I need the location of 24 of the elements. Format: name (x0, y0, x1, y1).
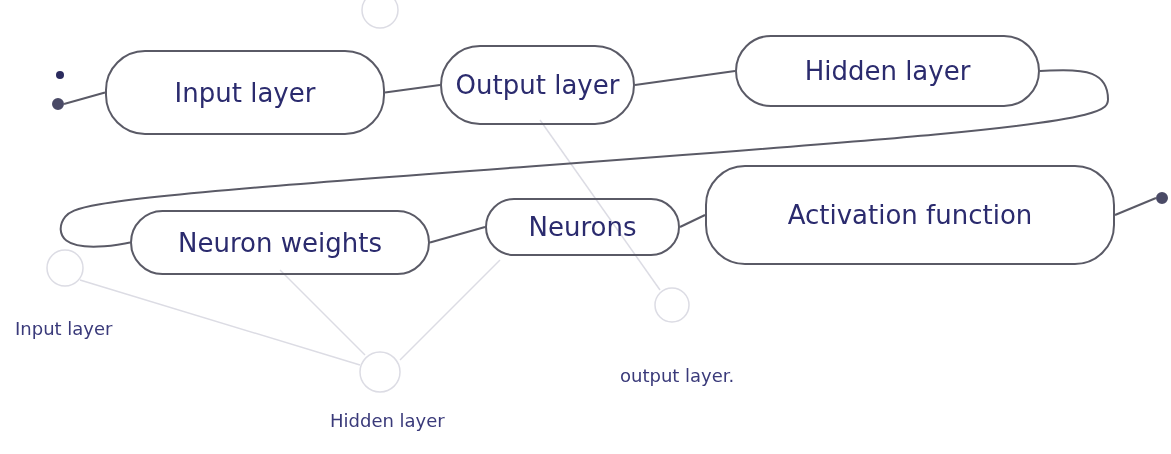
node-label: Output layer (455, 70, 620, 100)
node-label: Neuron weights (178, 227, 382, 258)
terminal-dot (52, 98, 64, 110)
connector-line (59, 69, 1109, 248)
node-label: Hidden layer (804, 56, 971, 86)
node-label: Input layer (174, 77, 316, 108)
terminal-pill (705, 165, 1115, 265)
handwritten-note: output layer. (620, 365, 735, 386)
connector-line (634, 70, 736, 86)
terminal-pill (485, 198, 680, 256)
connector-line (384, 84, 441, 94)
terminal-pill (735, 35, 1040, 107)
terminal-pill (130, 210, 430, 275)
handwritten-note: Hidden layer (330, 410, 445, 431)
terminal-pill (440, 45, 635, 125)
connector-line (63, 91, 106, 105)
handwritten-note: Input layer (15, 318, 113, 339)
connector-line (429, 226, 486, 244)
connector-line (679, 214, 706, 228)
node-label: Neurons (528, 212, 637, 242)
node-label: Activation function (787, 200, 1033, 230)
connector-line (1114, 197, 1157, 216)
terminal-dot (1156, 192, 1168, 204)
terminal-pill (105, 50, 385, 135)
